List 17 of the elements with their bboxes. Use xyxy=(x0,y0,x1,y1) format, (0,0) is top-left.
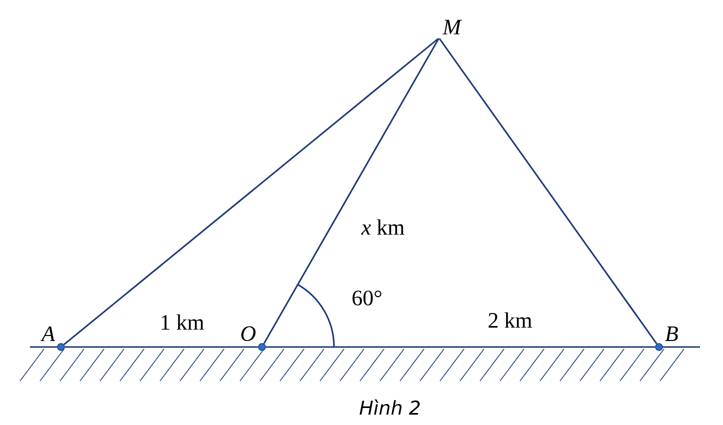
line-segment xyxy=(266,346,656,348)
edge-label: x km xyxy=(361,219,404,235)
node-label: B xyxy=(665,326,678,342)
node-label: O xyxy=(241,326,256,342)
edge-label: 1 km xyxy=(162,314,204,330)
point: B xyxy=(655,326,678,351)
edge-label: 2 km xyxy=(488,312,532,328)
line-segment xyxy=(438,38,658,344)
line-segment xyxy=(64,346,258,348)
node-label: A xyxy=(40,326,56,342)
point: M xyxy=(442,20,462,34)
point: O xyxy=(241,326,266,351)
caption: Hình 2 xyxy=(360,399,420,415)
point: A xyxy=(40,326,65,351)
angle-label: 60° xyxy=(352,290,382,306)
line-segment xyxy=(64,38,439,346)
line-segment xyxy=(263,38,440,344)
